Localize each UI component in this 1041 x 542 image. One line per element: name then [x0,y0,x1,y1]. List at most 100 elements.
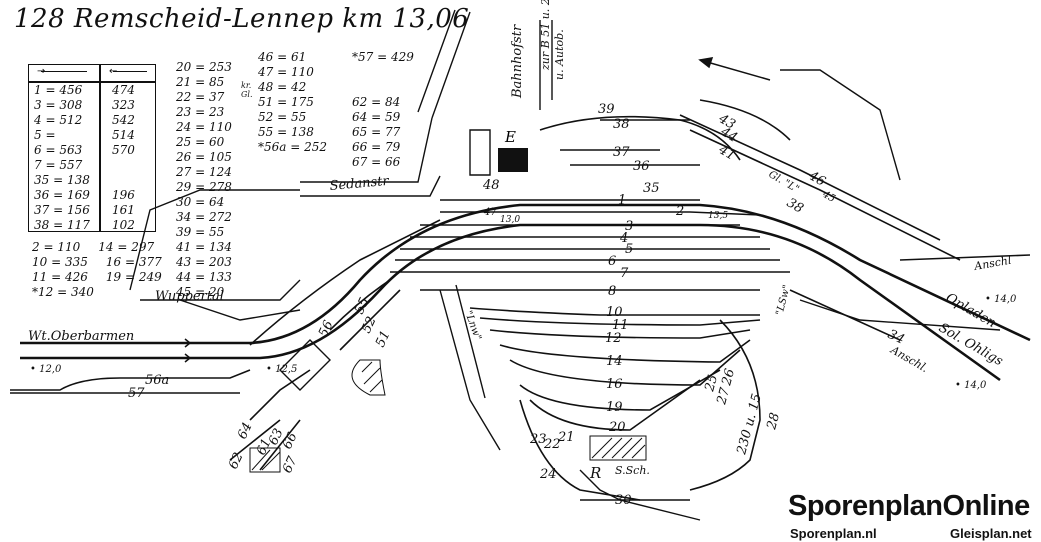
track-number: 4 [619,231,628,246]
table-cell: 6 = 563 [34,143,83,157]
street-wuppertal [129,189,301,301]
street-sedanstr [300,117,441,197]
track-number: 52 [359,314,380,335]
direction-arrow-icon [699,59,771,81]
table-cell: 323 [112,98,135,112]
track-number: 61 [254,436,275,457]
track-12 [489,329,751,339]
station-building-e [498,148,528,172]
track-16 [509,349,741,386]
table-cell: 10 = 335 [32,255,88,269]
table-mid2: 46 = 61 47 = 110 48 = 42 51 = 175 52 = 5… [258,50,327,155]
table-cell: *57 = 429 [352,50,414,64]
track-number: 63 [266,426,287,447]
table-cell: 65 = 77 [352,125,401,139]
label-km: • 12,5 [266,364,297,375]
track-number: 8 [608,284,616,299]
track-number: 46 [805,168,828,190]
hatched-areas [249,359,647,473]
table-cell: 37 = 156 [34,203,90,217]
track-19 [519,369,721,411]
track-number: 6 [608,254,616,269]
street-right-top [780,69,901,181]
track-number: 36 [633,159,650,174]
table-cell: 23 = 23 [176,105,225,119]
table-cell: 38 = 117 [34,218,90,232]
table-cell: 34 = 272 [176,210,232,224]
track-number: 62 [226,450,247,471]
track-number: 26 [719,367,738,388]
track-number: 16 [606,377,623,392]
track-number: 27 [714,385,733,407]
table-cell: 35 = 138 [34,173,90,187]
track-25-28 [689,319,761,491]
track-anschl [899,254,1031,261]
track-number: 51 [373,328,394,349]
kr-gl-note: kr. Gl. [241,81,253,99]
table-cell: 30 = 64 [176,195,225,209]
table-cell: 11 = 426 [32,270,88,284]
table-cell: 514 [112,128,135,142]
label-track-56a: 56a [145,373,169,388]
table-cell: 27 = 124 [176,165,232,179]
table-cell: 48 = 42 [258,80,307,94]
track-number: 21 [557,430,575,445]
track-55 [339,289,401,351]
label-autobahn: u. Autob. [553,29,566,80]
track-number: 30 [615,493,632,508]
building-outline [469,129,491,176]
table-cell: 102 [112,218,135,232]
track-number: 25 [702,373,721,394]
table-cell: 55 = 138 [258,125,314,139]
table-cell: 3 = 308 [34,98,83,112]
track-61-67 [229,369,311,471]
table-cell: 25 = 60 [176,135,225,149]
track-34 [789,289,901,341]
track-number: 11 [612,318,629,333]
track-number: 12 [605,331,622,346]
track-number: 23 [529,432,547,447]
watermark-site-right: Gleisplan.net [950,526,1032,541]
track-43 [699,99,791,141]
main-line-upper [20,203,1031,345]
label-s-sch: S.Sch. [615,464,650,477]
map-title: 128 Remscheid-Lennep km 13,06 [14,4,470,34]
track-number: 35 [643,181,660,196]
street-bahnhofstr [417,9,471,119]
track-number: 47 [483,207,497,218]
label-track-57: 57 [128,386,145,401]
direction-arrow-icon [170,353,192,363]
table-cell: 5 = [34,128,56,142]
track-2 [440,211,761,216]
table-cell: 1 = 456 [34,83,83,97]
street-b51 [539,20,553,110]
track-number: 10 [606,305,623,320]
table-cell: 39 = 55 [176,225,225,239]
track-number: 14 [606,354,623,369]
table-left-col1: 1 = 456 3 = 308 4 = 512 5 = 6 = 563 7 = … [34,83,90,233]
track-number: 7 [620,266,629,281]
track-number: 20 [608,420,626,435]
table-cell: *12 = 340 [32,285,94,299]
track-14 [499,339,751,363]
track-52 [329,279,391,331]
table-mid3: *57 = 429 62 = 84 64 = 59 65 = 77 66 = 7… [352,50,414,170]
table-cell: 161 [112,203,135,217]
track-number: 19 [606,400,623,415]
length-table-left: → ← [28,64,156,232]
label-anschl: Anschl. [888,343,931,375]
track-number: 64 [235,420,256,441]
track-51-56 [249,219,441,346]
table-cell: 47 = 110 [258,65,314,79]
track-number: 1 [618,193,626,208]
watermark-brand: SporenplanOnline [788,490,1030,522]
table-cell: 64 = 59 [352,110,401,124]
table-cell: 26 = 105 [176,150,232,164]
table-cell: 2 = 110 [32,240,81,254]
table-cell: 22 = 37 [176,90,225,104]
table-cell: 44 = 133 [176,270,232,284]
table-cell: 4 = 512 [34,113,83,127]
label-km: 13,5 [708,211,728,221]
track-21-24 [519,399,641,501]
track-number: 55 [352,295,373,316]
